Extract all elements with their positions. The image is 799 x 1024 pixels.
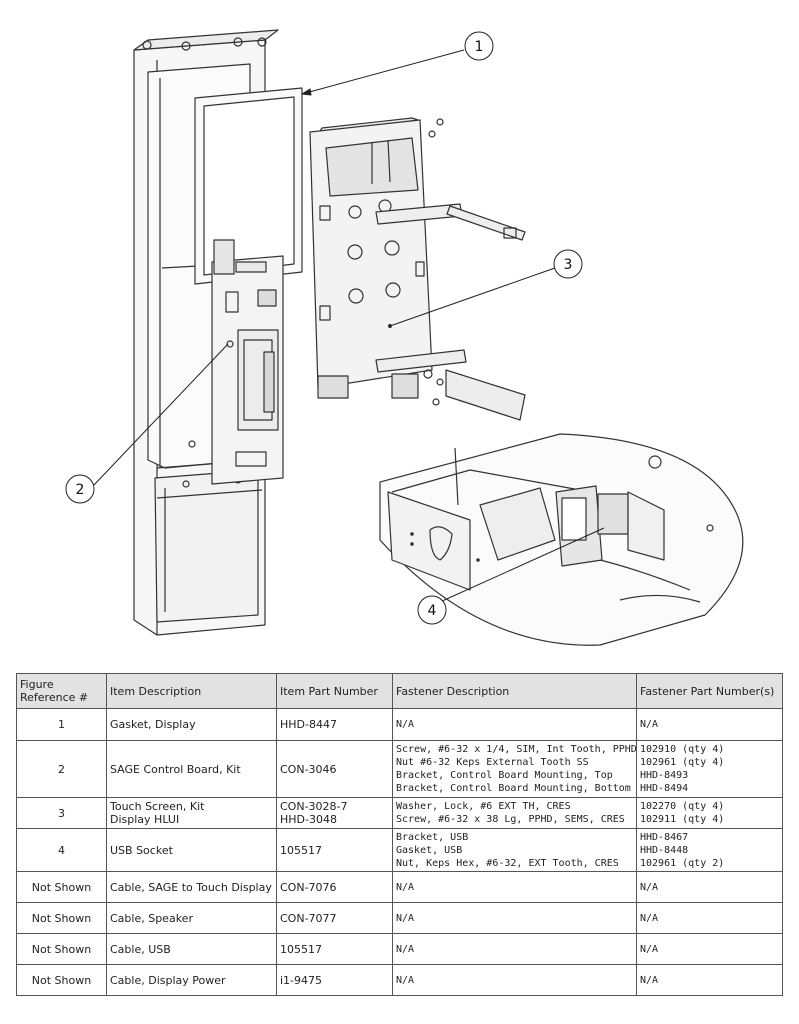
cell-ref: Not Shown — [16, 902, 107, 934]
table-row: Not Shown Cable, SAGE to Touch Display C… — [16, 871, 783, 903]
cell-ref: Not Shown — [16, 964, 107, 996]
cell-fastener-parts: HHD-8467 HHD-8448 102961 (qty 2) — [636, 828, 783, 872]
cell-fastener: N/A — [392, 964, 637, 996]
table-row: Not Shown Cable, USB 105517 N/A N/A — [16, 933, 783, 965]
cell-part: CON-7076 — [276, 871, 393, 903]
cell-fastener: Bracket, USB Gasket, USB Nut, Keps Hex, … — [392, 828, 637, 872]
table-row: Not Shown Cable, Display Power i1-9475 N… — [16, 964, 783, 996]
cell-fastener: N/A — [392, 871, 637, 903]
leader-lines — [93, 49, 605, 603]
cell-part: i1-9475 — [276, 964, 393, 996]
callout-1: 1 — [464, 31, 494, 61]
cell-fastener-parts: N/A — [636, 708, 783, 741]
cell-part: CON-7077 — [276, 902, 393, 934]
header-fastener-description: Fastener Description — [392, 673, 637, 709]
callout-4: 4 — [417, 595, 447, 625]
cell-fastener: Screw, #6-32 x 1/4, SIM, Int Tooth, PPHD… — [392, 740, 637, 798]
table-row: 1 Gasket, Display HHD-8447 N/A N/A — [16, 708, 783, 741]
cell-ref: 2 — [16, 740, 107, 798]
cell-item: Touch Screen, Kit Display HLUI — [106, 797, 277, 829]
cell-fastener: Washer, Lock, #6 EXT TH, CRES Screw, #6-… — [392, 797, 637, 829]
cell-item: Cable, USB — [106, 933, 277, 965]
gasket-display — [194, 87, 303, 285]
cell-ref: 3 — [16, 797, 107, 829]
table-header-row: Figure Reference # Item Description Item… — [16, 673, 783, 709]
callout-2: 2 — [65, 474, 95, 504]
cell-part: 105517 — [276, 828, 393, 872]
cell-ref: 4 — [16, 828, 107, 872]
exploded-view-illustration: 1 3 2 4 — [65, 29, 744, 646]
cell-part: 105517 — [276, 933, 393, 965]
table-row: 4 USB Socket 105517 Bracket, USB Gasket,… — [16, 828, 783, 872]
header-item-part-number: Item Part Number — [276, 673, 393, 709]
cell-ref: Not Shown — [16, 933, 107, 965]
callout-3: 3 — [553, 249, 583, 279]
table-row: Not Shown Cable, Speaker CON-7077 N/A N/… — [16, 902, 783, 934]
cell-item: Gasket, Display — [106, 708, 277, 741]
cell-item: Cable, SAGE to Touch Display — [106, 871, 277, 903]
cell-item: SAGE Control Board, Kit — [106, 740, 277, 798]
parts-table: Figure Reference # Item Description Item… — [16, 673, 783, 996]
callout-1-label: 1 — [475, 39, 484, 55]
cell-fastener: N/A — [392, 933, 637, 965]
cell-fastener: N/A — [392, 708, 637, 741]
cell-ref: Not Shown — [16, 871, 107, 903]
sage-control-board — [188, 239, 284, 485]
cell-ref: 1 — [16, 708, 107, 741]
cell-fastener-parts: 102270 (qty 4) 102911 (qty 4) — [636, 797, 783, 829]
cell-fastener-parts: N/A — [636, 902, 783, 934]
usb-socket-detail — [379, 433, 744, 646]
cell-fastener: N/A — [392, 902, 637, 934]
cell-part: CON-3028-7 HHD-3048 — [276, 797, 393, 829]
touch-screen-assembly — [309, 117, 526, 421]
header-figure-reference: Figure Reference # — [16, 673, 107, 709]
cell-item: Cable, Display Power — [106, 964, 277, 996]
cell-fastener-parts: N/A — [636, 964, 783, 996]
callout-2-label: 2 — [76, 482, 85, 498]
cell-part: CON-3046 — [276, 740, 393, 798]
cell-fastener-parts: N/A — [636, 933, 783, 965]
table-row: 2 SAGE Control Board, Kit CON-3046 Screw… — [16, 740, 783, 798]
cell-item: USB Socket — [106, 828, 277, 872]
callout-4-label: 4 — [428, 603, 437, 619]
header-item-description: Item Description — [106, 673, 277, 709]
cell-item: Cable, Speaker — [106, 902, 277, 934]
table-row: 3 Touch Screen, Kit Display HLUI CON-302… — [16, 797, 783, 829]
cell-part: HHD-8447 — [276, 708, 393, 741]
cell-fastener-parts: N/A — [636, 871, 783, 903]
header-fastener-part-numbers: Fastener Part Number(s) — [636, 673, 783, 709]
callout-3-label: 3 — [564, 257, 573, 273]
cell-fastener-parts: 102910 (qty 4) 102961 (qty 4) HHD-8493 H… — [636, 740, 783, 798]
